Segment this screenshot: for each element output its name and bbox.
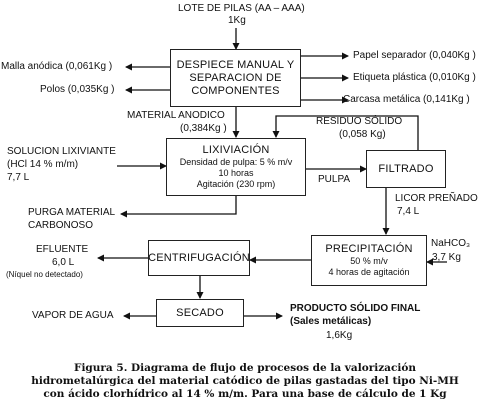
lixiviacion-line3: Agitación (230 rpm) [196, 179, 276, 189]
label-nahco3-amount: 3,7 Kg [432, 252, 461, 263]
label-efluente-note: (Níquel no detectado) [6, 270, 83, 279]
lixiviacion-title: LIXIVIACIÓN [202, 144, 270, 156]
arrow-purga [120, 196, 237, 218]
label-nahco3: NaHCO₃ [431, 238, 471, 249]
lixiviacion-line1: Densidad de pulpa: 5 % m/v [179, 157, 293, 167]
lixiviacion-line2: 10 horas [218, 168, 254, 178]
label-pulpa: PULPA [318, 174, 351, 185]
box-filtrado: FILTRADO [366, 150, 446, 188]
label-residuo-amount: (0,058 Kg) [339, 129, 386, 140]
despiece-line2: SEPARACION DE [189, 71, 282, 84]
label-polos: Polos (0,035Kg ) [40, 84, 115, 95]
filtrado-title: FILTRADO [378, 162, 434, 175]
box-lixiviacion: LIXIVIACIÓN Densidad de pulpa: 5 % m/v 1… [166, 138, 306, 196]
label-solucion-conc: (HCl 14 % m/m) [7, 159, 79, 170]
input-title: LOTE DE PILAS (AA – AAA) [178, 3, 305, 14]
label-efluente: EFLUENTE [36, 244, 89, 255]
label-licor: LICOR PREÑADO [395, 193, 478, 204]
label-efluente-vol: 6,0 L [52, 257, 75, 268]
box-precipitacion: PRECIPITACIÓN 50 % m/v 4 horas de agitac… [311, 235, 427, 286]
label-solucion-vol: 7,7 L [7, 172, 30, 183]
caption-line3: con ácido clorhídrico al 14 % m/m. Para … [43, 388, 447, 400]
label-etiqueta: Etiqueta plástica (0,010Kg ) [353, 72, 476, 83]
label-material-anodico-amount: (0,384Kg ) [180, 123, 227, 134]
label-producto: PRODUCTO SÓLIDO FINAL [290, 303, 421, 314]
arrow-residuo-recycle [272, 115, 419, 150]
despiece-line3: COMPONENTES [191, 84, 280, 97]
box-secado: SECADO [156, 299, 244, 327]
despiece-line1: DESPIECE MANUAL Y [176, 58, 295, 71]
figure-caption: Figura 5. Diagrama de flujo de procesos … [0, 362, 490, 401]
caption-line1: Figura 5. Diagrama de flujo de procesos … [73, 362, 416, 374]
precipitacion-line2: 4 horas de agitación [328, 267, 410, 277]
caption-line2: hidrometalúrgica del material catódico d… [31, 375, 459, 387]
centrifugacion-title: CENTRIFUGACIÓN [148, 251, 250, 264]
label-material-anodico: MATERIAL ANODICO [127, 110, 225, 121]
precipitacion-line1: 50 % m/v [350, 256, 388, 266]
label-producto-amount: 1,6Kg [326, 330, 353, 341]
label-purga2: CARBONOSO [28, 220, 94, 231]
input-amount: 1Kg [228, 15, 246, 26]
label-carcasa: Carcasa metálica (0,141Kg ) [343, 94, 470, 105]
label-purga: PURGA MATERIAL [28, 207, 116, 218]
label-solucion: SOLUCION LIXIVIANTE [7, 146, 116, 157]
label-malla: Malla anódica (0,061Kg ) [1, 61, 113, 72]
precipitacion-title: PRECIPITACIÓN [325, 243, 413, 255]
label-producto-sub: (Sales metálicas) [290, 316, 372, 327]
box-despiece: DESPIECE MANUAL Y SEPARACION DE COMPONEN… [170, 49, 301, 107]
label-papel: Papel separador (0,040Kg ) [353, 50, 476, 61]
box-centrifugacion: CENTRIFUGACIÓN [148, 240, 250, 276]
label-vapor: VAPOR DE AGUA [32, 310, 114, 321]
label-licor-vol: 7,4 L [397, 206, 420, 217]
secado-title: SECADO [176, 306, 224, 319]
label-residuo: RESIDUO SÓLIDO [316, 116, 403, 127]
